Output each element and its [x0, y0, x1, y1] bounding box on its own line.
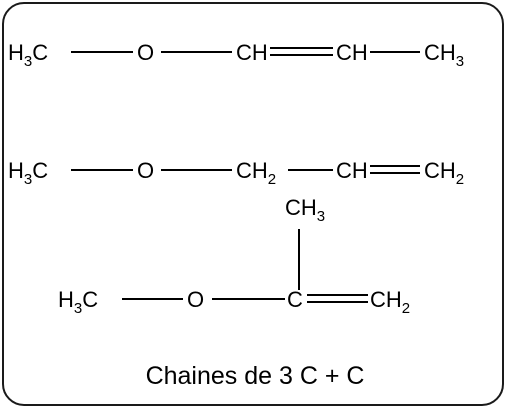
m1-group-o: O — [137, 40, 154, 65]
m3-branch-ch3: CH3 — [285, 195, 325, 225]
diagram-frame — [2, 2, 504, 406]
m2-group-ch2-b: CH2 — [424, 158, 464, 188]
m2-group-o: O — [137, 158, 154, 183]
m1-group-ch3: CH3 — [424, 40, 464, 70]
m2-group-ch: CH — [336, 158, 368, 183]
diagram-caption: Chaines de 3 C + C — [145, 362, 365, 390]
m1-group-ch-b: CH — [336, 40, 368, 65]
m1-group-ch-a: CH — [236, 40, 268, 65]
m3-group-ch2: CH2 — [370, 287, 410, 317]
molecule-1: H3C O CH CH CH3 — [8, 40, 464, 70]
m1-group-h3c: H3C — [8, 40, 48, 70]
m3-group-o: O — [187, 287, 204, 312]
m2-group-ch2-a: CH2 — [236, 158, 276, 188]
molecule-2: H3C O CH2 CH CH2 — [8, 158, 464, 188]
m2-group-h3c: H3C — [8, 158, 48, 188]
m3-group-c: C — [287, 287, 303, 312]
molecule-3: CH3 H3C O C CH2 — [58, 195, 410, 317]
m3-group-h3c: H3C — [58, 287, 98, 317]
